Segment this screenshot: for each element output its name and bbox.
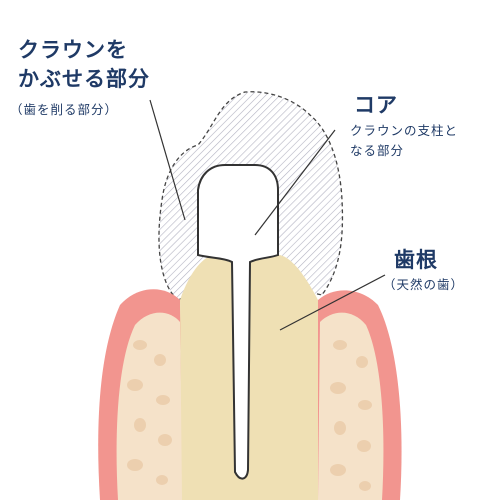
- bone-left: [116, 312, 183, 500]
- root-label-note: （天然の歯）: [383, 277, 465, 292]
- core-desc-line1: クラウンの支柱と: [350, 123, 459, 138]
- core-label: コア: [354, 93, 398, 117]
- core-post: [197, 164, 279, 480]
- crown-label-line2: かぶせる部分: [18, 67, 150, 91]
- core-desc-line2: なる部分: [350, 143, 405, 158]
- core-leader-line: [254, 129, 336, 236]
- root-label: 歯根: [394, 248, 438, 272]
- crown-leader-line: [149, 99, 186, 221]
- root-leader-line: [279, 274, 386, 331]
- bone-texture: [127, 340, 372, 491]
- crown-label-note: （歯を削る部分）: [10, 102, 119, 117]
- leader-lines: [149, 99, 386, 331]
- crown-label-line1: クラウンを: [18, 38, 128, 62]
